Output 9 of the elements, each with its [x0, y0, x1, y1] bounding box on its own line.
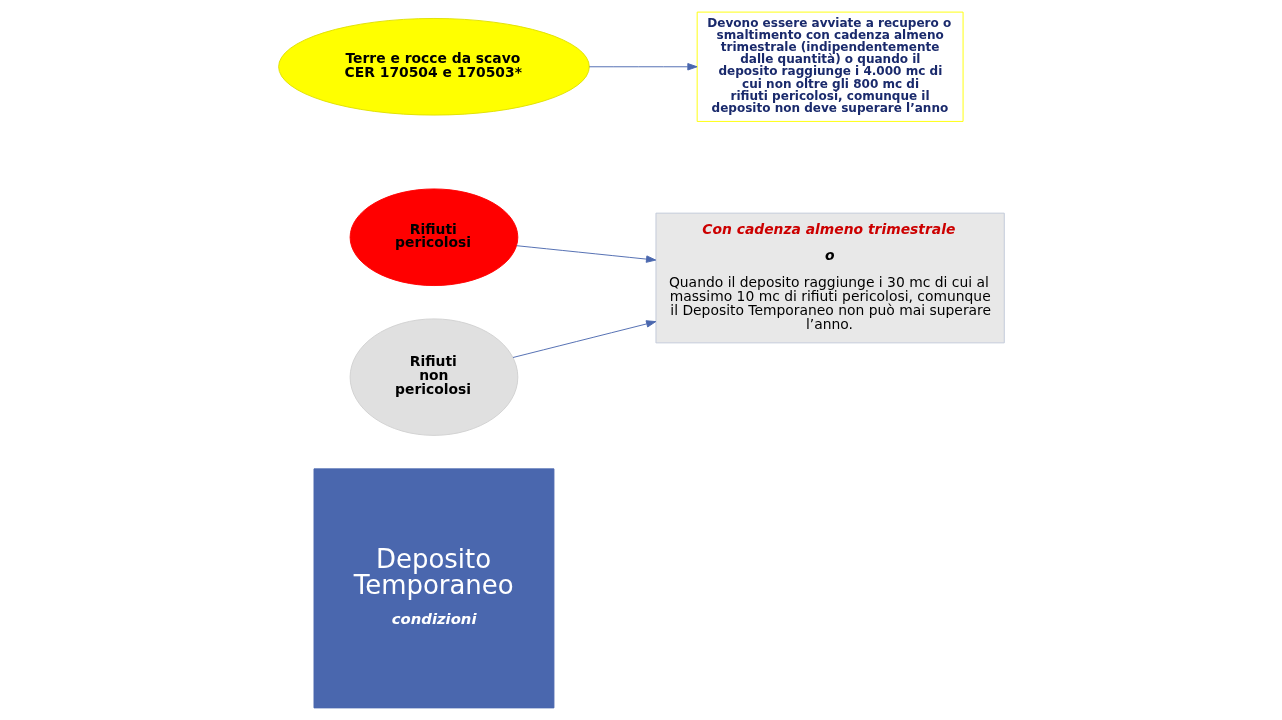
- node-box: Devono essere avviate a recupero o smaltimento con cadenza almeno trimestrale (indipendentemente dalle quantità) o quando il deposito raggiunge i 4.000 mc di cui non oltre gli 800 mc di rifiuti pericolosi, comunque il deposito non deve superare l’anno: [696, 11, 964, 122]
- node-ellipse: Terre e rocce da scavo CER 170504 e 170503*: [277, 18, 590, 116]
- node-box: Deposito Temporaneo condizioni: [313, 468, 554, 709]
- arrow: [588, 63, 698, 71]
- node-ellipse: Rifiuti non pericolosi: [349, 318, 518, 436]
- arrow: [512, 320, 656, 358]
- node-box: Con cadenza almeno trimestrale o Quando il deposito raggiunge i 30 mc di cui al massimo 10 mc di rifiuti pericolosi, comunque il Deposito Temporaneo non può mai superare l’anno.: [654, 212, 1005, 344]
- arrow: [515, 245, 656, 263]
- node-ellipse: Rifiuti pericolosi: [349, 188, 518, 287]
